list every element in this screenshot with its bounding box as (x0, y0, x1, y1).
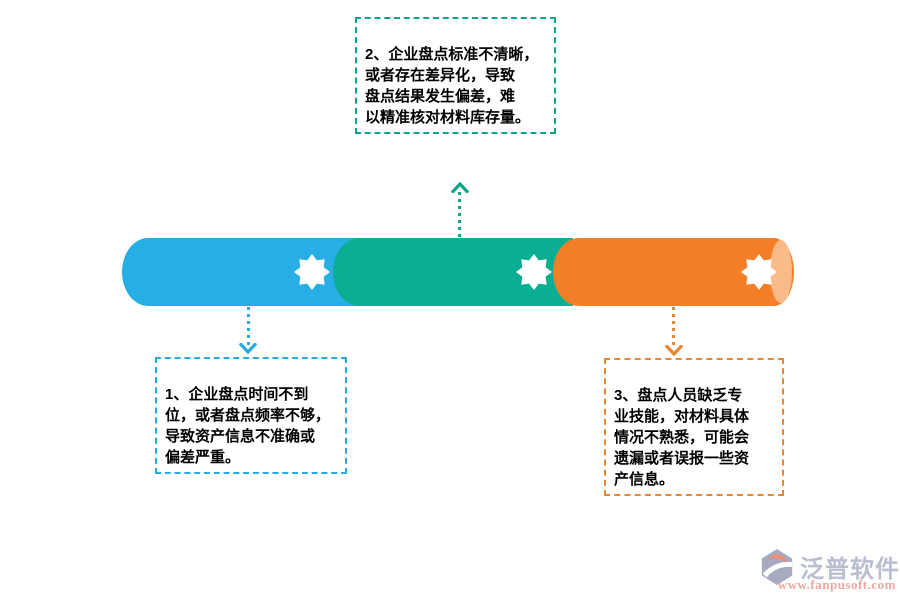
website-url: www.fanpusoft.com (777, 577, 896, 592)
callout-box-1: 1、企业盘点时间不到 位，或者盘点频率不够， 导致资产信息不准确或 偏差严重。 (155, 357, 347, 474)
cylinder-end-cap (770, 240, 792, 303)
brand-name: 泛普软件 (800, 556, 900, 583)
callout-box-2: 2、企业盘点标准不清晰， 或者存在差异化，导致 盘点结果发生偏差，难 以精准核对… (355, 17, 556, 134)
fanpu-logo-icon (761, 548, 793, 586)
arrow-down-icon (665, 345, 683, 356)
dotted-line (458, 192, 461, 238)
callout-text-2: 2、企业盘点标准不清晰， 或者存在差异化，导致 盘点结果发生偏差，难 以精准核对… (365, 46, 539, 126)
callout-text-1: 1、企业盘点时间不到 位，或者盘点频率不够， 导致资产信息不准确或 偏差严重。 (165, 386, 331, 466)
star-icon (516, 254, 552, 290)
star-icon (741, 254, 777, 290)
arrow-down-icon (239, 343, 257, 354)
callout-text-3: 3、盘点人员缺乏专 业技能，对材料具体 情况不熟悉，可能会 遗漏或者误报一些资 … (614, 387, 750, 488)
callout-box-3: 3、盘点人员缺乏专 业技能，对材料具体 情况不熟悉，可能会 遗漏或者误报一些资 … (604, 358, 784, 496)
star-icon (294, 254, 330, 290)
footer-logo: 泛普软件 www.fanpusoft.com (758, 546, 900, 596)
dotted-line (247, 307, 250, 345)
dotted-line (672, 307, 675, 347)
arrow-up-icon (451, 182, 469, 193)
